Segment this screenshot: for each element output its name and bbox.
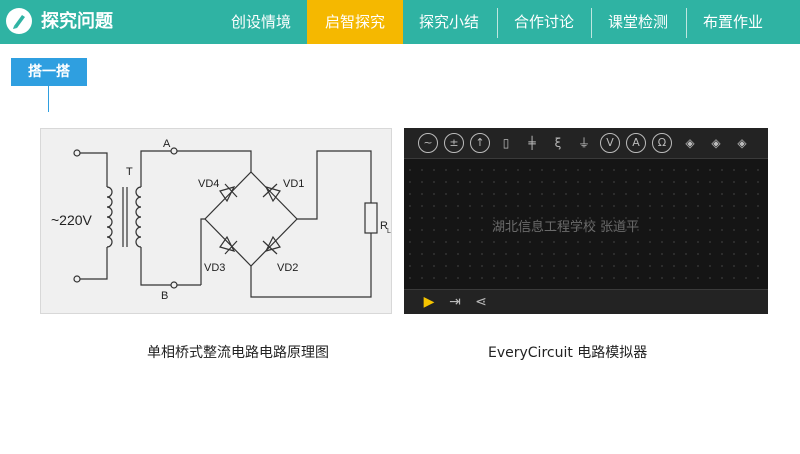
logic-or-icon[interactable]: ◈ — [711, 136, 721, 150]
simulator-toolbar: ~ ± ↑ ▯ ╪ ξ ⏚ V A Ω ◈ ◈ ◈ — [404, 128, 768, 159]
app-title: 探究问题 — [41, 11, 113, 32]
node-b-label: B — [161, 290, 168, 302]
section-tag: 搭一搭 — [11, 58, 87, 86]
inductor-icon[interactable]: ξ — [554, 136, 562, 150]
transformer-label: T — [126, 166, 133, 178]
tab-discussion[interactable]: 合作讨论 — [513, 13, 574, 31]
ac-source-icon[interactable]: ~ — [418, 133, 438, 153]
author-watermark: 湖北信息工程学校 张道平 — [492, 220, 640, 235]
dc-source-icon[interactable]: ± — [444, 133, 464, 153]
tab-summary[interactable]: 探究小结 — [418, 13, 479, 31]
ammeter-icon[interactable]: A — [626, 133, 646, 153]
tab-inquiry[interactable]: 启智探究 — [307, 0, 403, 44]
import-icon[interactable]: ⇥ — [449, 294, 461, 310]
circuit-diagram-panel: T ~220V A B VD4 VD1 VD3 VD2 R L — [40, 128, 392, 314]
resistor-icon[interactable]: ▯ — [502, 136, 510, 150]
load-subscript: L — [387, 228, 391, 235]
diode-vd3-label: VD3 — [204, 262, 225, 274]
diode-vd2-label: VD2 — [277, 262, 298, 274]
simulator-bottom-bar: ▶ ⇥ ⋖ — [404, 289, 768, 314]
everycircuit-simulator[interactable]: ~ ± ↑ ▯ ╪ ξ ⏚ V A Ω ◈ ◈ ◈ 湖北信息工程学校 张道平 ▶… — [404, 128, 768, 314]
pencil-logo-icon — [6, 8, 32, 34]
load-label: R — [380, 220, 388, 232]
diode-vd1-label: VD1 — [283, 178, 304, 190]
share-icon[interactable]: ⋖ — [475, 294, 487, 310]
tab-create-scenario[interactable]: 创设情境 — [230, 13, 291, 31]
tab-homework[interactable]: 布置作业 — [702, 13, 763, 31]
tab-divider — [497, 8, 498, 38]
tab-divider — [686, 8, 687, 38]
section-tag-line — [48, 86, 49, 112]
capacitor-icon[interactable]: ╪ — [528, 136, 536, 150]
node-a-label: A — [163, 138, 171, 150]
top-nav-bar: 探究问题 创设情境 启智探究 探究小结 合作讨论 课堂检测 布置作业 — [0, 0, 800, 44]
voltmeter-icon[interactable]: V — [600, 133, 620, 153]
circuit-caption: 单相桥式整流电路电路原理图 — [147, 345, 329, 361]
play-simulation-icon[interactable]: ▶ — [423, 294, 435, 310]
ohmmeter-icon[interactable]: Ω — [652, 133, 672, 153]
current-source-icon[interactable]: ↑ — [470, 133, 490, 153]
tab-divider — [591, 8, 592, 38]
logic-not-icon[interactable]: ◈ — [737, 136, 747, 150]
bridge-rectifier-schematic: T ~220V A B VD4 VD1 VD3 VD2 R L — [51, 138, 391, 302]
logic-and-icon[interactable]: ◈ — [685, 136, 695, 150]
diode-vd4-label: VD4 — [198, 178, 219, 190]
tab-class-test[interactable]: 课堂检测 — [607, 13, 668, 31]
ground-icon[interactable]: ⏚ — [577, 136, 590, 150]
supply-voltage-label: ~220V — [51, 212, 93, 228]
simulator-caption: EveryCircuit 电路模拟器 — [488, 345, 648, 361]
